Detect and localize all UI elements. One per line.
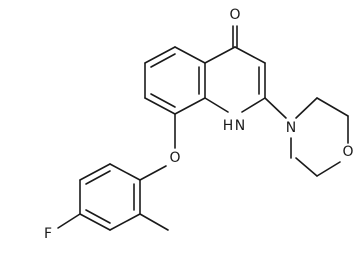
ring-nh-hydrogen-label: H xyxy=(223,118,234,134)
bond-c8-c8a xyxy=(174,97,206,115)
bond-oether-caryl xyxy=(139,165,167,181)
bond-cc-cd xyxy=(295,157,318,177)
morpholine-oxygen-label: O xyxy=(342,144,353,160)
bond-c4a-c4 xyxy=(204,46,236,64)
bond-ar4-ar5-inner xyxy=(85,209,111,224)
bond-ar4-f xyxy=(57,213,81,229)
bond-ar6-methyl xyxy=(139,213,169,231)
bond-ar5-ar6 xyxy=(109,213,141,231)
bond-c2-n1 xyxy=(241,97,266,113)
bond-ar1-ar2 xyxy=(109,163,141,181)
bond-ar2-ar3-inner xyxy=(85,170,111,185)
bond-n1-c8a xyxy=(204,97,229,113)
bond-nmorph-ca xyxy=(295,97,318,119)
bond-c4-c3 xyxy=(234,46,266,64)
bond-c2-nmorph xyxy=(264,97,287,119)
ring-nitrogen-label: N xyxy=(235,118,245,134)
bond-c7-c8 xyxy=(144,97,176,115)
bond-omorph-cc xyxy=(316,161,341,177)
bond-c5-c6 xyxy=(144,46,176,64)
bond-c5-c6-inner xyxy=(150,53,176,68)
fluorine-label: F xyxy=(44,226,52,242)
bond-ca-cb xyxy=(316,97,349,117)
bond-c4a-c5 xyxy=(174,46,206,64)
ether-oxygen-label: O xyxy=(169,150,180,166)
bond-c7-c8-inner xyxy=(150,93,176,108)
morpholine-nitrogen-label: N xyxy=(286,120,296,136)
bond-ar2-ar3 xyxy=(79,163,111,181)
carbonyl-oxygen-label: O xyxy=(229,7,240,23)
bond-ar4-ar5 xyxy=(79,213,111,231)
